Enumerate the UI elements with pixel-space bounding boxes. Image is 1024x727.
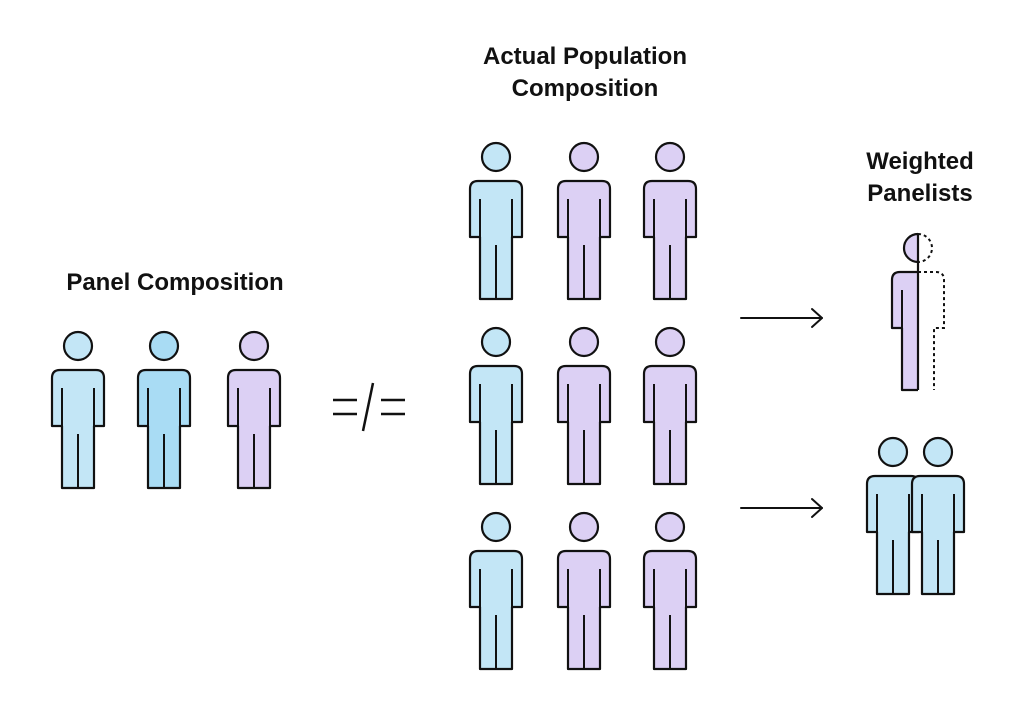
person-icon [642,326,698,486]
population-group [468,141,698,671]
person-icon [468,141,524,301]
person-icon [468,326,524,486]
arrow-right-icon [740,498,823,518]
person-icon [136,330,192,490]
person-icon [556,141,612,301]
person-icon [642,141,698,301]
weighted-group [865,232,966,596]
not-equal-icon [333,382,405,432]
panel-group [50,330,282,490]
arrow-right-icon [740,308,823,328]
population-composition-title: Actual Population Composition [440,41,730,105]
person-icon [468,511,524,671]
person-icon [556,511,612,671]
weighted-title-line1: Weighted [866,148,974,175]
person-icon [642,511,698,671]
person-icon [556,326,612,486]
population-title-line2: Composition [511,75,659,102]
weighted-panelists-title: Weighted Panelists [840,146,1000,210]
person-icon [50,330,106,490]
half-person-icon [890,232,945,392]
person-icon [865,436,921,596]
population-title-line1: Actual Population [483,43,687,70]
person-icon [226,330,282,490]
person-icon [910,436,966,596]
weighted-title-line2: Panelists [867,180,973,207]
panel-composition-title: Panel Composition [66,269,284,296]
